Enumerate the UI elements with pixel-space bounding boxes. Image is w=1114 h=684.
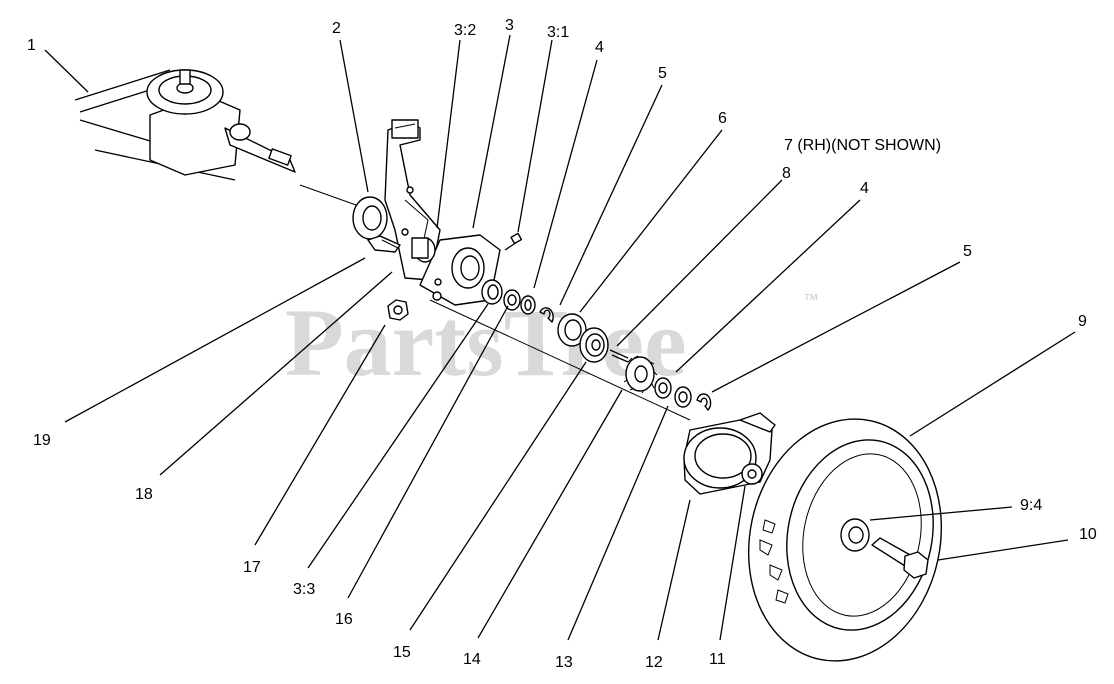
callout-7: 7 (RH)(NOT SHOWN) (784, 137, 941, 154)
callout-2: 2 (332, 20, 341, 37)
callout-8: 8 (782, 165, 791, 182)
bearing-upper (557, 313, 587, 347)
gear-icon (623, 355, 658, 394)
callout-4-mid: 4 (860, 180, 869, 197)
callout-15: 15 (393, 644, 411, 661)
washer-lower (654, 377, 692, 408)
callout-16: 16 (335, 611, 353, 628)
callout-3-1: 3:1 (547, 24, 569, 41)
wheel-icon (747, 418, 943, 662)
callout-19: 19 (33, 432, 51, 449)
callout-3-3: 3:3 (293, 581, 315, 598)
wheel-hub-cup (683, 412, 776, 495)
callout-17: 17 (243, 559, 261, 576)
e-clip-lower (696, 393, 712, 411)
axle-bolt (871, 537, 929, 579)
roll-pin (609, 349, 629, 363)
callout-13: 13 (555, 654, 573, 671)
callout-18: 18 (135, 486, 153, 503)
callout-9: 9 (1078, 313, 1087, 330)
callout-11: 11 (709, 651, 726, 668)
carriage-bolt (367, 235, 401, 253)
callout-5-mid: 5 (963, 243, 972, 260)
washer-upper (503, 289, 536, 315)
axle-centerline (429, 299, 691, 421)
callout-3-2: 3:2 (454, 22, 476, 39)
bushing (481, 279, 503, 305)
transmission-assembly (74, 69, 296, 181)
callout-6: 6 (718, 110, 727, 127)
callout-9-4: 9:4 (1020, 497, 1042, 514)
bearing-lower (579, 327, 609, 363)
leader-lines (44, 34, 1076, 641)
callout-1: 1 (27, 37, 36, 54)
watermark-trademark: ™ (803, 292, 819, 309)
small-screw (504, 232, 523, 251)
callout-12: 12 (645, 654, 663, 671)
e-clip-upper (539, 307, 554, 323)
hex-nut (387, 299, 409, 321)
callout-3: 3 (505, 17, 514, 34)
callout-4-top: 4 (595, 39, 604, 56)
callout-5-top: 5 (658, 65, 667, 82)
pivot-bracket (411, 234, 501, 306)
callout-14: 14 (463, 651, 481, 668)
callout-10: 10 (1079, 526, 1097, 543)
bearing-ring (352, 196, 388, 240)
